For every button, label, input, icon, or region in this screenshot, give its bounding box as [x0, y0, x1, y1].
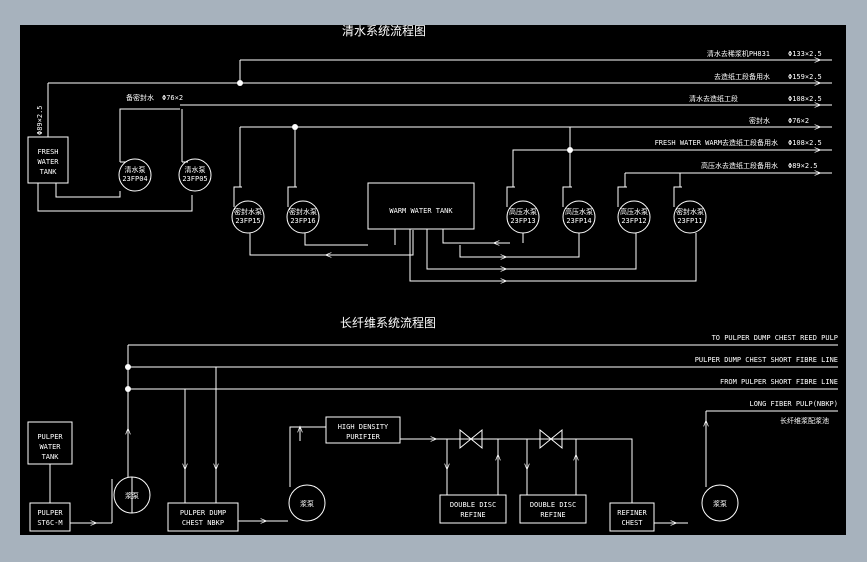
pulper-dump-chest-label: PULPER DUMP	[180, 509, 226, 517]
refiner-chest-label: CHEST	[621, 519, 643, 527]
double-disc-refiner-1	[439, 494, 507, 524]
pulper-water-tank-label: TANK	[42, 453, 60, 461]
warm-water-tank-label: WARM WATER TANK	[389, 207, 453, 215]
pump-23fp05	[178, 158, 212, 192]
junction-dot	[292, 124, 298, 130]
double-disc-refiner-2	[519, 494, 587, 524]
line-size-4: Φ76×2	[788, 117, 809, 125]
pump-label: 浆泵	[713, 499, 727, 508]
high-density-purifier-label: PURIFIER	[346, 433, 381, 441]
pump-label: 浆泵	[300, 499, 314, 508]
junction-dot	[125, 386, 131, 392]
pump-tag: 23FP14	[566, 217, 591, 225]
pulper-dump-chest-label: CHEST NBKP	[182, 519, 224, 527]
line-size-5: Φ108×2.5	[788, 139, 822, 147]
pump-23fp11	[673, 200, 707, 234]
pump-23fp16	[286, 200, 320, 234]
process-flow-diagram: 清水系统流程图 长纤维系统流程图 清水去稀浆机PH831 Φ133×2.5 去造…	[27, 25, 838, 532]
pulper-st6c-m	[29, 502, 71, 532]
refiner-chest-label: REFINER	[617, 509, 647, 517]
valve-2	[539, 428, 563, 450]
pump-tag: 23FP13	[510, 217, 535, 225]
fresh-water-tank	[27, 136, 69, 184]
cad-drawing-canvas: 清水系统流程图 长纤维系统流程图 清水去稀浆机PH831 Φ133×2.5 去造…	[20, 25, 846, 535]
pump-name: 高压水泵	[509, 207, 537, 216]
lf-line-label-1: TO PULPER DUMP CHEST REED PULP	[712, 334, 838, 342]
tank-outlet-size: Φ89×2.5	[36, 105, 44, 135]
pulper-water-tank-label: PULPER	[37, 433, 63, 441]
line-label-4: 密封水	[749, 116, 770, 125]
pump-23fp15	[231, 200, 265, 234]
pump-label: 浆泵	[125, 491, 139, 500]
pump-name: 高压水泵	[620, 207, 648, 216]
line-label-1: 清水去稀浆机PH831	[707, 49, 770, 58]
double-disc-label: REFINE	[540, 511, 565, 519]
fresh-water-tank-label: TANK	[40, 168, 58, 176]
lf-line-label-2: PULPER DUMP CHEST SHORT FIBRE LINE	[695, 356, 838, 364]
pump-tag: 23FP05	[182, 175, 207, 183]
lf-line-label-4: LONG FIBER PULP(NBKP)	[749, 400, 838, 408]
lf-line-label-3: FROM PULPER SHORT FIBRE LINE	[720, 378, 838, 386]
refiner-chest-pump	[701, 484, 739, 522]
double-disc-label: DOUBLE DISC	[450, 501, 496, 509]
seal-water-size: Φ76×2	[162, 94, 183, 102]
pulper-water-tank-label: WATER	[39, 443, 61, 451]
clear-water-title: 清水系统流程图	[342, 25, 426, 38]
pump-name: 清水泵	[185, 165, 206, 174]
long-fiber-note: 长纤维浆配浆池	[780, 416, 829, 425]
valve-1	[459, 428, 483, 450]
double-disc-label: REFINE	[460, 511, 485, 519]
junction-dot	[125, 364, 131, 370]
pump-name: 清水泵	[125, 165, 146, 174]
line-label-5: FRESH WATER WARM去造纸工段备用水	[655, 138, 778, 147]
pulper-label: PULPER	[37, 509, 63, 517]
line-label-3: 清水去造纸工段	[689, 94, 738, 103]
pump-tag: 23FP16	[290, 217, 315, 225]
line-size-6: Φ89×2.5	[788, 162, 818, 170]
long-fiber-title: 长纤维系统流程图	[340, 315, 436, 330]
seal-water-label: 备密封水	[126, 93, 154, 102]
line-size-1: Φ133×2.5	[788, 50, 822, 58]
pulper-dump-chest	[167, 502, 239, 532]
line-size-2: Φ159×2.5	[788, 73, 822, 81]
pump-tag: 23FP15	[235, 217, 260, 225]
high-density-purifier	[325, 416, 401, 444]
pump-name: 密封水泵	[234, 207, 262, 216]
refiner-chest	[609, 502, 655, 532]
fresh-water-tank-label: FRESH	[37, 148, 58, 156]
high-density-purifier-label: HIGH DENSITY	[338, 423, 389, 431]
line-label-6: 高压水去造纸工段备用水	[701, 161, 778, 170]
pump-name: 密封水泵	[289, 207, 317, 216]
line-size-3: Φ108×2.5	[788, 95, 822, 103]
line-label-2: 去造纸工段备用水	[714, 72, 770, 81]
pump-23fp04	[118, 158, 152, 192]
pump-tag: 23FP04	[122, 175, 147, 183]
pulper-label: ST6C-M	[37, 519, 62, 527]
pump-tag: 23FP12	[621, 217, 646, 225]
dump-chest-pump	[288, 484, 326, 522]
warm-water-tank	[367, 182, 475, 230]
fresh-water-tank-label: WATER	[37, 158, 59, 166]
junction-dot	[567, 147, 573, 153]
pump-name: 密封水泵	[676, 207, 704, 216]
pump-tag: 23FP11	[677, 217, 702, 225]
pump-name: 高压水泵	[565, 207, 593, 216]
junction-dot	[237, 80, 243, 86]
double-disc-label: DOUBLE DISC	[530, 501, 576, 509]
pump-23fp12	[617, 200, 651, 234]
